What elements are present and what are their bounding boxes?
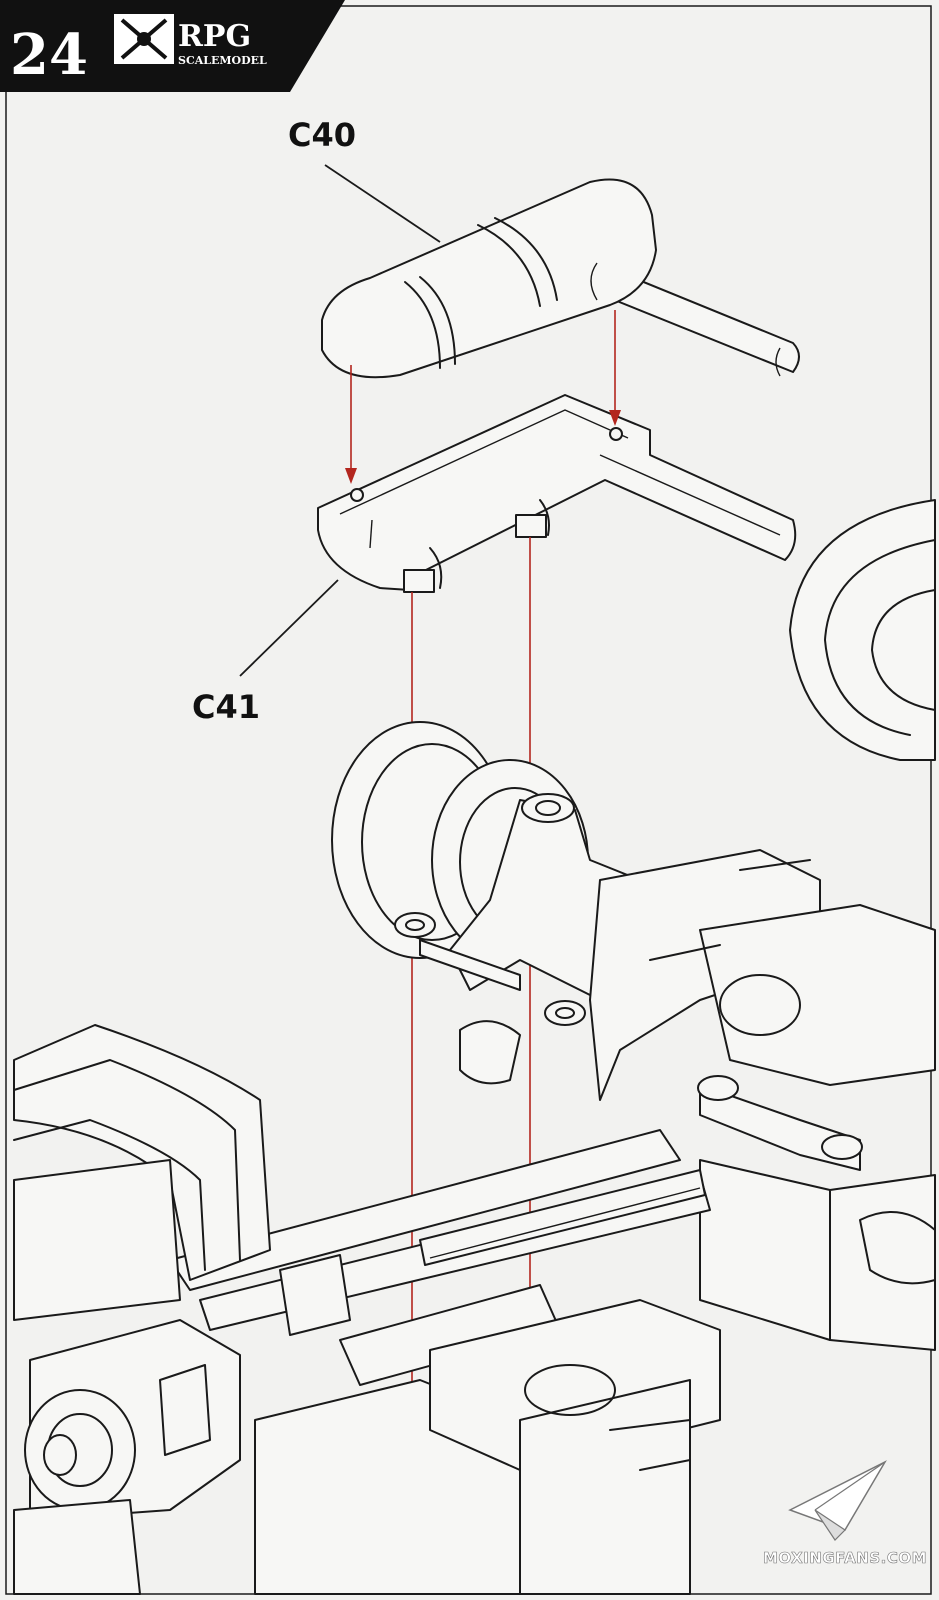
arrow-head-c40-left — [345, 468, 357, 484]
leader-c40 — [324, 164, 441, 243]
rear-axle — [13, 1319, 241, 1595]
brand-subtitle: SCALEMODEL — [178, 54, 267, 67]
leader-c41 — [239, 579, 339, 677]
step-number: 24 — [10, 22, 88, 88]
frame-rails — [169, 1129, 711, 1386]
part-c40 — [321, 178, 800, 379]
chassis-assembly — [13, 499, 936, 1595]
wheel-right — [789, 499, 936, 761]
bottom-block — [254, 1299, 721, 1595]
brand-name: RPG — [178, 19, 251, 54]
label-c41: C41 — [192, 688, 260, 726]
gearbox-center — [589, 849, 936, 1101]
label-c40: C40 — [288, 116, 356, 154]
step-header: 24 RPG SCALEMODEL — [0, 0, 345, 92]
paper-plane-icon — [788, 1460, 887, 1541]
arrow-head-c40-right — [609, 410, 621, 426]
watermark-text: MOXINGFANS.COM — [763, 1549, 927, 1567]
fender-left — [13, 1024, 271, 1321]
watermark: MOXINGFANS.COM — [763, 1460, 927, 1567]
crossed-swords-icon — [120, 18, 168, 60]
part-c41 — [317, 394, 797, 593]
suspension-rear — [697, 1075, 936, 1351]
